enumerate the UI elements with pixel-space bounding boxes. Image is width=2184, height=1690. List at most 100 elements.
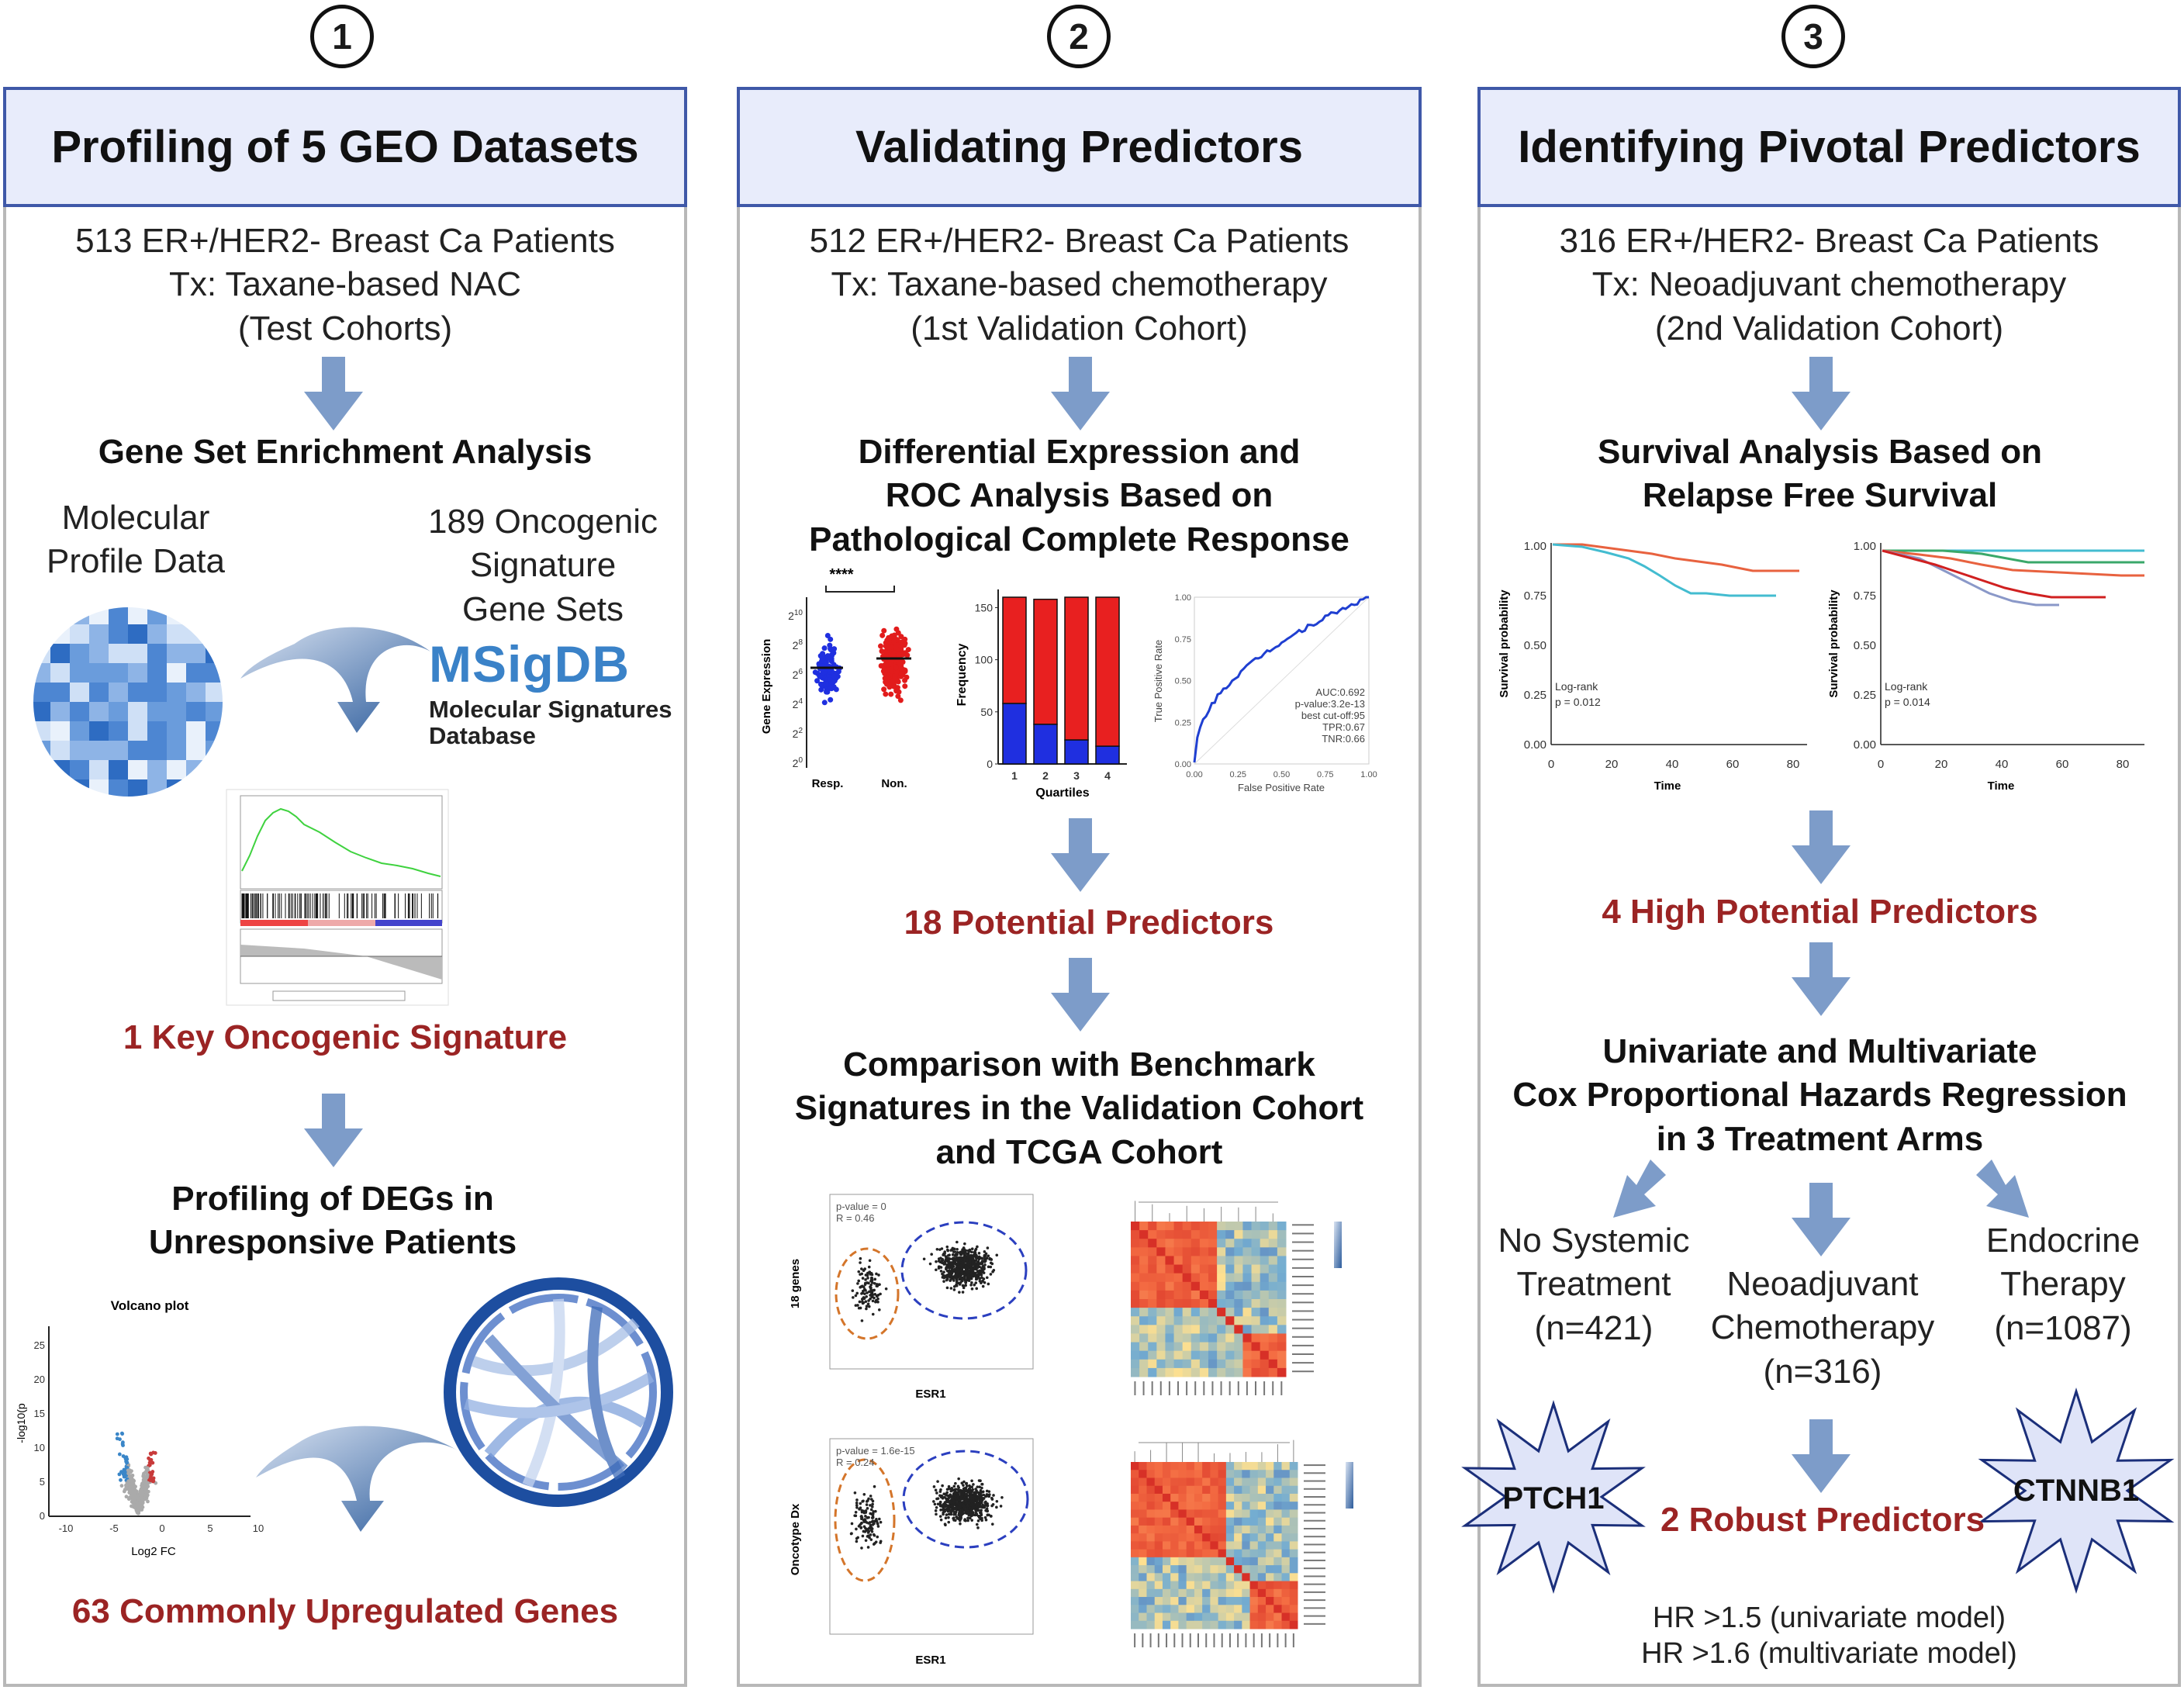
svg-text:22: 22 [793, 727, 803, 740]
volcano-xlabel: Log2 FC [131, 1545, 176, 1558]
svg-text:0.25: 0.25 [1524, 689, 1546, 702]
svg-text:1.00: 1.00 [1854, 540, 1876, 553]
dot-ylabel: Gene Expression [760, 639, 773, 734]
svg-text:100: 100 [975, 654, 994, 666]
cohort-3-line-3: (2nd Validation Cohort) [1654, 309, 2004, 347]
survival-heading: Survival Analysis Based on Relapse Free … [1477, 430, 2162, 518]
oncogenic-sets-line-3: Gene Sets [462, 589, 624, 628]
msigdb-subtitle-line-1: Molecular Signatures [429, 696, 672, 723]
svg-text:0.75: 0.75 [1524, 589, 1546, 603]
cohort-3-line-1: 316 ER+/HER2- Breast Ca Patients [1559, 222, 2099, 260]
svg-text:60: 60 [1726, 758, 1740, 771]
benchmark-line-1: Comparison with Benchmark [843, 1045, 1315, 1083]
cohort-1-line-2: Tx: Taxane-based NAC [168, 265, 522, 304]
scatter-oncotype: p-value = 1.6e-15 R = 0.24 Oncotype Dx E… [789, 1438, 1034, 1667]
svg-text:50: 50 [980, 706, 993, 718]
survival-line-1: Survival Analysis Based on [1597, 433, 2043, 471]
svg-text:150: 150 [975, 601, 994, 613]
svg-text:0: 0 [1878, 758, 1884, 771]
svg-text:4: 4 [1104, 769, 1111, 782]
arm1-line-3: (n=421) [1534, 1308, 1654, 1347]
down-arrow-group [304, 357, 2029, 1493]
svg-text:0.50: 0.50 [1524, 639, 1546, 652]
survival-line-2: Relapse Free Survival [1642, 476, 1998, 515]
oncogenic-sets-line-2: Signature [469, 546, 617, 585]
correlation-heatmap-1 [1131, 1201, 1342, 1395]
msigdb-subtitle-line-2: Database [429, 722, 536, 750]
bar-xlabel: Quartiles [1035, 786, 1089, 800]
svg-text:210: 210 [788, 609, 803, 622]
svg-text:0: 0 [40, 1510, 45, 1522]
roc-stat-tnr: TNR:0.66 [1322, 733, 1365, 745]
curved-arrow-icon-1 [240, 627, 430, 733]
cox-heading: Univariate and Multivariate Cox Proporti… [1477, 1030, 2162, 1161]
star-ctnnb1-label: CTNNB1 [2013, 1474, 2139, 1508]
cohort-2-line-2: Tx: Taxane-based chemotherapy [831, 265, 1328, 304]
svg-text:3: 3 [1073, 769, 1080, 782]
svg-text:0.00: 0.00 [1854, 738, 1876, 752]
panel-3-title: Identifying Pivotal Predictors [1477, 87, 2181, 207]
cohort-1-line-3: (Test Cohorts) [237, 309, 453, 347]
dot-xtick-resp: Resp. [812, 777, 844, 790]
km1-ylabel: Survival probability [1498, 589, 1511, 698]
cohort-info-2: 512 ER+/HER2- Breast Ca Patients Tx: Tax… [737, 219, 1422, 351]
deg-profiling-line-1: Profiling of DEGs in [171, 1180, 494, 1218]
deg-profiling-heading: Profiling of DEGs in Unresponsive Patien… [3, 1177, 662, 1265]
svg-text:0.50: 0.50 [1175, 677, 1191, 686]
km1-pvalue: p = 0.012 [1555, 696, 1601, 708]
cohort-2-line-3: (1st Validation Cohort) [911, 309, 1248, 347]
km1-xlabel: Time [1654, 779, 1681, 793]
result-potential-predictors: 18 Potential Predictors [904, 904, 1274, 942]
result-key-signature: 1 Key Oncogenic Signature [123, 1018, 568, 1056]
benchmark-line-2: Signatures in the Validation Cohort [794, 1089, 1364, 1128]
svg-text:0.25: 0.25 [1175, 718, 1191, 727]
down-arrow-icon [1051, 357, 1110, 430]
scatter1-xlabel: ESR1 [915, 1388, 945, 1401]
roc-xlabel: False Positive Rate [1238, 782, 1325, 793]
roc-ylabel: True Positive Rate [1152, 640, 1164, 722]
molecular-profile-line-2: Profile Data [47, 542, 225, 581]
svg-text:20: 20 [1605, 758, 1619, 771]
svg-text:10: 10 [34, 1442, 45, 1453]
arm-endocrine: Endocrine Therapy (n=1087) [1958, 1219, 2168, 1350]
step-number-1: 1 [310, 5, 374, 68]
benchmark-line-3: and TCGA Cohort [935, 1132, 1223, 1171]
svg-text:15: 15 [34, 1408, 45, 1419]
roc-stat-tpr: TPR:0.67 [1322, 721, 1365, 733]
down-arrow-icon [304, 1094, 363, 1167]
arm2-line-2: Chemotherapy [1710, 1308, 1935, 1347]
result-robust-predictors: 2 Robust Predictors [1660, 1501, 1985, 1539]
svg-text:0: 0 [159, 1522, 164, 1534]
svg-text:0.25: 0.25 [1230, 770, 1246, 779]
de-roc-line-1: Differential Expression and [858, 433, 1301, 471]
cohort-1-line-1: 513 ER+/HER2- Breast Ca Patients [75, 222, 615, 260]
result-upregulated-genes: 63 Commonly Upregulated Genes [71, 1592, 619, 1630]
roc-stat-pvalue: p-value:3.2e-13 [1295, 698, 1365, 710]
arm-neoadjuvant: Neoadjuvant Chemotherapy (n=316) [1706, 1263, 1939, 1394]
oncogenic-sets-line-1: 189 Oncogenic [428, 503, 658, 541]
oncogenic-sets-label: 189 Oncogenic Signature Gene Sets [423, 500, 663, 631]
svg-text:0.00: 0.00 [1186, 770, 1202, 779]
down-arrow-icon [304, 357, 363, 430]
heatmap-circle-icon [33, 607, 223, 797]
scatter2-pvalue: p-value = 1.6e-15 [836, 1445, 915, 1457]
arm-no-systemic: No Systemic Treatment (n=421) [1485, 1219, 1702, 1350]
svg-text:28: 28 [793, 638, 803, 651]
significance-stars: **** [829, 566, 853, 583]
svg-text:1: 1 [1011, 769, 1018, 782]
svg-text:5: 5 [40, 1476, 45, 1488]
svg-text:26: 26 [793, 668, 803, 681]
de-roc-line-2: ROC Analysis Based on [885, 476, 1273, 515]
expression-dot-plot: **** 210 28 26 24 22 20 Gene Expression … [760, 566, 911, 790]
panel-2-title: Validating Predictors [737, 87, 1422, 207]
svg-text:0: 0 [987, 758, 993, 770]
svg-text:1.00: 1.00 [1175, 593, 1191, 603]
cox-line-2: Cox Proportional Hazards Regression [1512, 1076, 2127, 1115]
roc-stat-auc: AUC:0.692 [1315, 686, 1365, 698]
star-ctnnb1-icon: CTNNB1 [1978, 1387, 2175, 1595]
cohort-info-1: 513 ER+/HER2- Breast Ca Patients Tx: Tax… [3, 219, 687, 351]
gsea-heading: Gene Set Enrichment Analysis [98, 433, 593, 471]
svg-text:0.25: 0.25 [1854, 689, 1876, 702]
